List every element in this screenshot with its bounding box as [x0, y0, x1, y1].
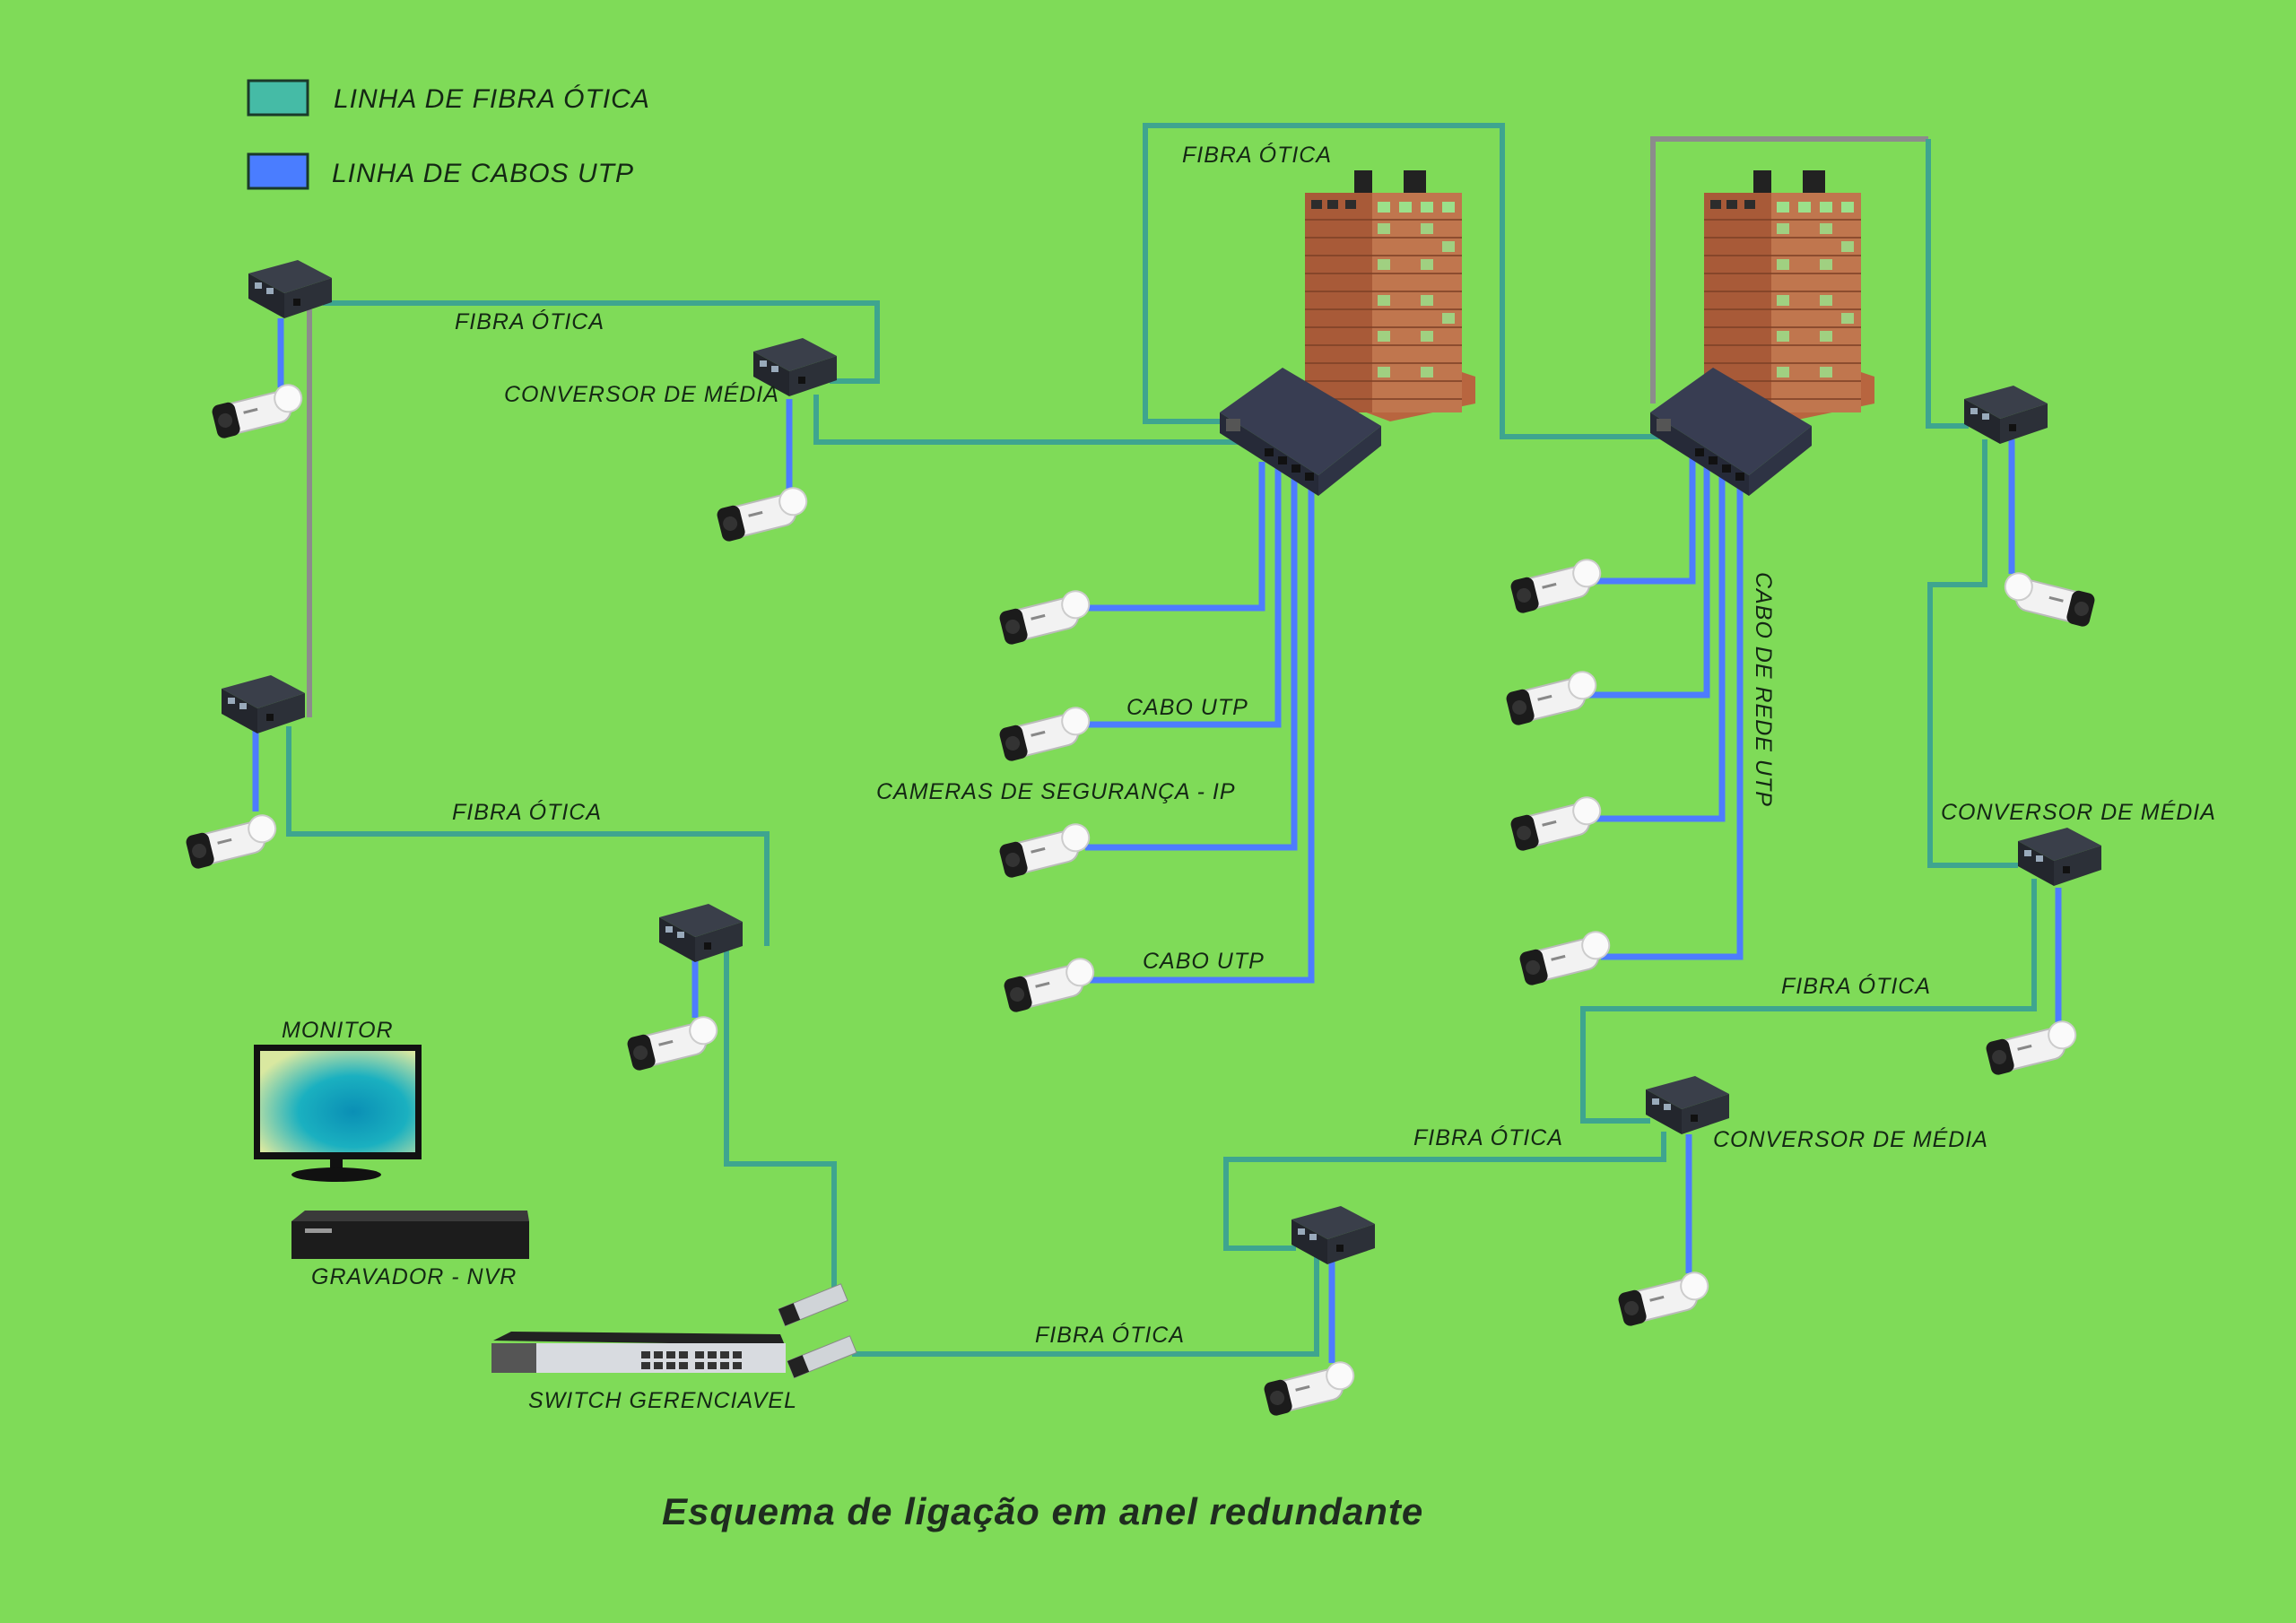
label-ip-cameras: CAMERAS DE SEGURANÇA - IP [876, 779, 1236, 804]
ip-camera-icon [1508, 794, 1605, 854]
fiber-line [813, 395, 1238, 445]
fiber-line [1580, 879, 2037, 1124]
legend-label-utp: LINHA DE CABOS UTP [332, 159, 634, 188]
utp-line [1085, 466, 1282, 728]
utp-line [1592, 457, 1696, 585]
media-converter-icon [1964, 386, 2048, 444]
fiber-line [852, 1255, 1319, 1357]
ip-camera-icon [996, 587, 1094, 647]
utp-lines [252, 318, 2062, 1363]
ip-camera-icon [996, 820, 1094, 881]
utp-line [1085, 471, 1298, 851]
fiber-line [1223, 1132, 1666, 1251]
label-media-converter: CONVERSOR DE MÉDIA [504, 381, 779, 407]
label-nvr: GRAVADOR - NVR [311, 1264, 517, 1289]
ip-camera-icon [714, 484, 812, 544]
media-converter-icon [659, 904, 743, 962]
label-media-converter: CONVERSOR DE MÉDIA [1941, 799, 2216, 825]
building-icon [1304, 169, 1476, 422]
legend-swatch-utp [247, 152, 309, 190]
ip-camera-icon [996, 704, 1094, 764]
media-converter-icon [222, 675, 305, 733]
managed-switch-icon [491, 1332, 786, 1373]
fiber-lines [286, 123, 2037, 1357]
label-managed-switch: SWITCH GERENCIAVEL [528, 1388, 797, 1413]
media-converter-icon [2018, 828, 2101, 886]
media-converter-icon [1646, 1076, 1729, 1134]
ring-gray-line [1650, 136, 1928, 404]
ip-camera-icon [2000, 569, 2098, 629]
fiber-line [323, 300, 880, 384]
label-fiber: FIBRA ÓTICA [1413, 1124, 1563, 1150]
diagram-title: Esquema de ligação em anel redundante [662, 1490, 1423, 1532]
ip-camera-icon [1983, 1018, 2081, 1078]
label-fiber: FIBRA ÓTICA [1035, 1322, 1185, 1348]
label-media-converter: CONVERSOR DE MÉDIA [1713, 1126, 1988, 1152]
ip-camera-icon [1615, 1269, 1713, 1329]
ip-camera-icon [1001, 955, 1099, 1015]
label-utp-network-cable: CABO DE REDE UTP [1751, 572, 1776, 807]
fiber-line [1143, 123, 1659, 439]
ip-camera-icon [1503, 668, 1601, 728]
utp-line [1592, 466, 1726, 822]
fiber-line [286, 726, 770, 946]
media-converter-icon [1292, 1206, 1375, 1264]
ip-camera-icon [209, 381, 307, 441]
fiber-line [724, 950, 837, 1300]
utp-line [1601, 471, 1744, 960]
legend-label-fiber: LINHA DE FIBRA ÓTICA [334, 84, 650, 114]
ip-camera-icon [1517, 928, 1614, 988]
label-fiber: FIBRA ÓTICA [1182, 142, 1332, 168]
sfp-module-icon [787, 1335, 857, 1379]
fiber-line [1927, 439, 2018, 868]
ip-camera-icon [624, 1013, 722, 1073]
ip-camera-icon [1261, 1358, 1359, 1419]
label-fiber: FIBRA ÓTICA [452, 799, 602, 825]
fiber-line [1926, 139, 1969, 429]
utp-line [1587, 462, 1710, 699]
media-converter-icon [248, 260, 332, 318]
label-fiber: FIBRA ÓTICA [1781, 973, 1931, 999]
label-utp-cable: CABO UTP [1126, 695, 1248, 720]
nvr-recorder-icon [291, 1211, 529, 1259]
utp-line [1090, 475, 1315, 984]
sfp-module-icon [778, 1283, 848, 1327]
label-utp-cable: CABO UTP [1143, 949, 1265, 974]
ip-camera-icon [1508, 556, 1605, 616]
label-fiber: FIBRA ÓTICA [455, 308, 604, 334]
utp-line [1085, 462, 1265, 612]
label-monitor: MONITOR [282, 1018, 394, 1043]
monitor-icon [254, 1045, 422, 1182]
ip-camera-icon [183, 812, 281, 872]
legend-swatch-fiber [247, 79, 309, 117]
